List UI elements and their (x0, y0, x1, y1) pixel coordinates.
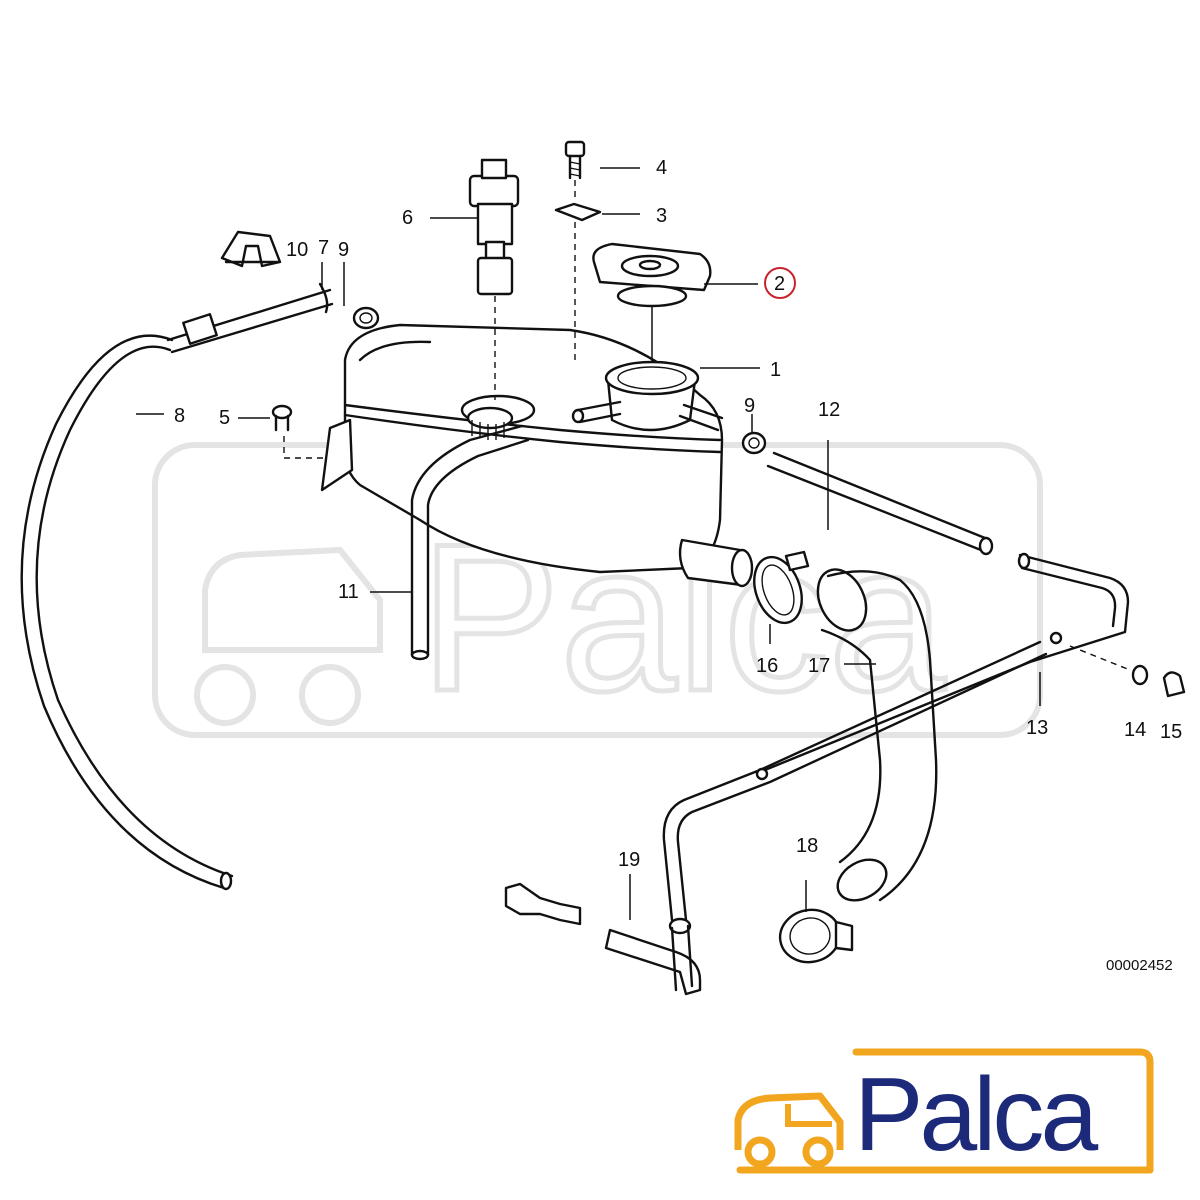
callout-19: 19 (618, 849, 640, 871)
screw-4 (564, 140, 586, 202)
callout-labels: 1 2 3 4 5 6 7 8 9 9 10 11 12 13 14 15 16… (174, 157, 1182, 974)
logo-text: Palca (854, 1057, 1098, 1173)
callout-9-left: 9 (338, 239, 349, 261)
hose-8 (20, 282, 334, 891)
callout-5: 5 (219, 407, 230, 429)
logo-frame-top (852, 1048, 1154, 1174)
clamp-18 (778, 880, 854, 964)
callout-9-right: 9 (744, 395, 755, 417)
hose-17 (816, 568, 938, 902)
clamp-9-right (741, 431, 767, 455)
callout-2: 2 (774, 273, 785, 295)
callout-10: 10 (286, 239, 308, 261)
clamp-16 (753, 550, 810, 644)
callout-12: 12 (818, 399, 840, 421)
nut-14 (1131, 664, 1149, 686)
palca-logo: Palca (734, 1048, 1154, 1174)
cap-nut-15 (1162, 671, 1186, 698)
callout-8: 8 (174, 405, 185, 427)
callout-1: 1 (770, 359, 781, 381)
leader-lines (136, 167, 1041, 920)
callout-16: 16 (756, 655, 778, 677)
callout-15: 15 (1160, 721, 1182, 743)
callout-7: 7 (318, 237, 329, 259)
callout-18: 18 (796, 835, 818, 857)
hose-11 (410, 424, 530, 661)
logo-car-icon (734, 1092, 844, 1168)
callout-3: 3 (656, 205, 667, 227)
callout-13: 13 (1026, 717, 1048, 739)
clamp-9-left (352, 306, 380, 330)
callout-4: 4 (656, 157, 667, 179)
callout-2-highlight-ring (764, 267, 796, 299)
callout-11: 11 (338, 581, 359, 603)
callout-14: 14 (1124, 719, 1146, 741)
hose-12 (758, 451, 1130, 774)
clip-10 (220, 230, 282, 268)
bracket-3 (554, 202, 602, 360)
level-sender-6 (468, 158, 520, 400)
radiator-cap-2 (592, 242, 712, 362)
diagram-reference-number: 00002452 (1106, 957, 1173, 974)
fitting-19 (504, 882, 702, 996)
callout-17: 17 (808, 655, 830, 677)
bolt-5 (271, 404, 328, 459)
expansion-tank (320, 323, 754, 588)
pipe-13 (662, 631, 1131, 922)
callout-6: 6 (402, 207, 413, 229)
